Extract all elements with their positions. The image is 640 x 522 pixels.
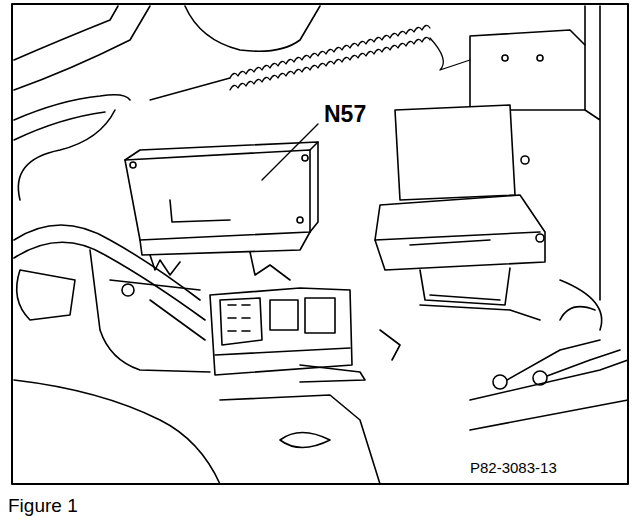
panel: [470, 360, 628, 430]
spring: [150, 25, 470, 100]
control-module: [125, 142, 318, 280]
connector: [380, 330, 400, 360]
frame: [12, 4, 628, 484]
wire: [18, 110, 115, 200]
wire: [14, 95, 130, 120]
ground-point: [493, 340, 620, 389]
hose: [14, 6, 118, 60]
part-label: N57: [322, 102, 368, 127]
wiring-harness: [14, 225, 380, 484]
reference-number: P82-3083-13: [468, 460, 559, 477]
wire: [560, 280, 602, 330]
panel: [585, 6, 600, 300]
bolt: [502, 55, 508, 61]
grommet: [280, 433, 330, 448]
bracket: [470, 30, 585, 110]
hose: [14, 6, 150, 90]
hose: [185, 6, 320, 51]
fuse-box: [210, 288, 365, 382]
leader-line: [262, 124, 318, 180]
control-module: [375, 105, 545, 320]
figure-caption: Figure 1: [8, 496, 78, 517]
bolt: [537, 55, 543, 61]
